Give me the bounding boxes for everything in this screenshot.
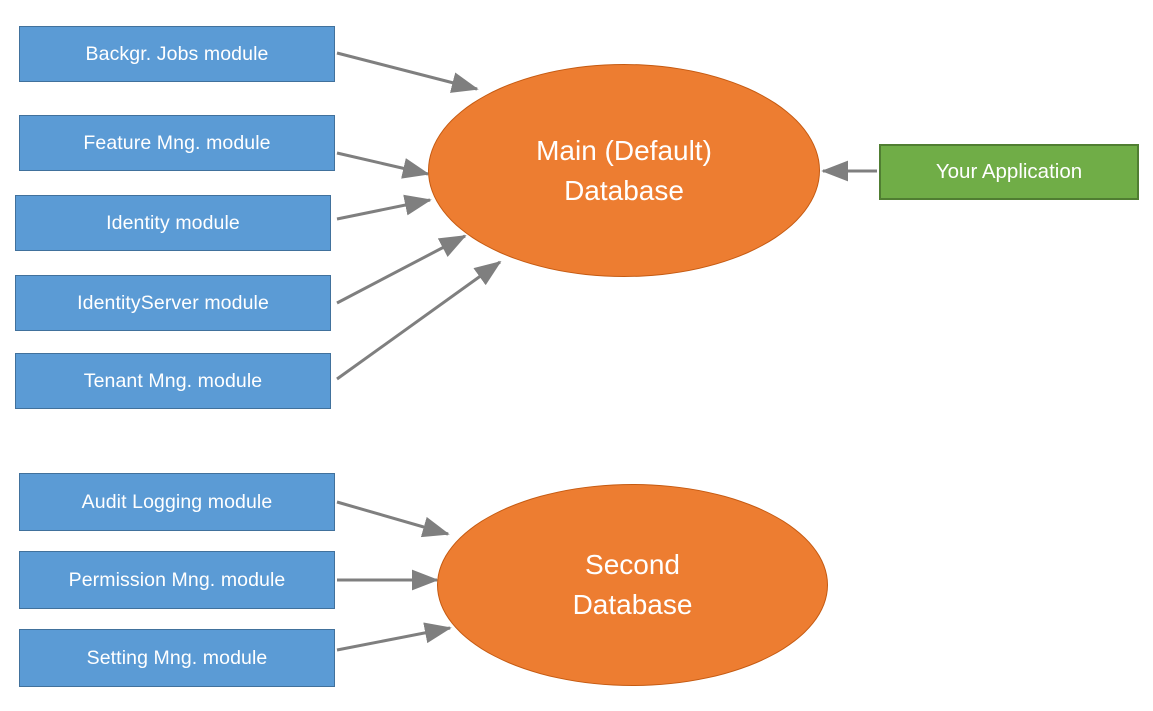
module-label: IdentityServer module <box>77 291 269 314</box>
application-box[interactable]: Your Application <box>879 144 1139 200</box>
connector-backgr-jobs-to-main <box>336 51 479 93</box>
connector-identityserver-to-main <box>336 234 467 305</box>
database-label-block: Main (Default) Database <box>524 131 724 211</box>
module-box-feature-management[interactable]: Feature Mng. module <box>19 115 335 171</box>
module-box-audit-logging[interactable]: Audit Logging module <box>19 473 335 531</box>
module-label: Tenant Mng. module <box>83 369 263 392</box>
module-label: Audit Logging module <box>81 490 273 513</box>
database-label-line2: Database <box>564 174 684 206</box>
database-label-line2: Database <box>572 589 693 620</box>
database-label-block: Second Database <box>561 545 705 625</box>
database-ellipse-main[interactable]: Main (Default) Database <box>428 64 820 277</box>
module-label: Setting Mng. module <box>86 646 268 669</box>
connector-setting-mng-to-second <box>336 622 452 652</box>
module-label: Feature Mng. module <box>83 131 271 154</box>
module-label: Identity module <box>106 211 240 234</box>
module-label: Backgr. Jobs module <box>85 42 269 65</box>
database-label-line1: Second <box>585 549 680 581</box>
connector-identity-to-main <box>336 194 432 221</box>
database-ellipse-second[interactable]: Second Database <box>437 484 828 686</box>
module-label: Permission Mng. module <box>68 568 286 591</box>
module-box-identity[interactable]: Identity module <box>15 195 331 251</box>
module-box-setting-management[interactable]: Setting Mng. module <box>19 629 335 687</box>
module-box-identity-server[interactable]: IdentityServer module <box>15 275 331 331</box>
module-box-tenant-management[interactable]: Tenant Mng. module <box>15 353 331 409</box>
connector-feature-mng-to-main <box>336 151 430 179</box>
database-label-line1: Main (Default) <box>536 134 712 166</box>
application-label: Your Application <box>935 159 1083 183</box>
module-box-permission-management[interactable]: Permission Mng. module <box>19 551 335 609</box>
connector-tenant-mng-to-main <box>336 260 502 381</box>
module-box-background-jobs[interactable]: Backgr. Jobs module <box>19 26 335 82</box>
connector-audit-logging-to-second <box>336 500 450 538</box>
